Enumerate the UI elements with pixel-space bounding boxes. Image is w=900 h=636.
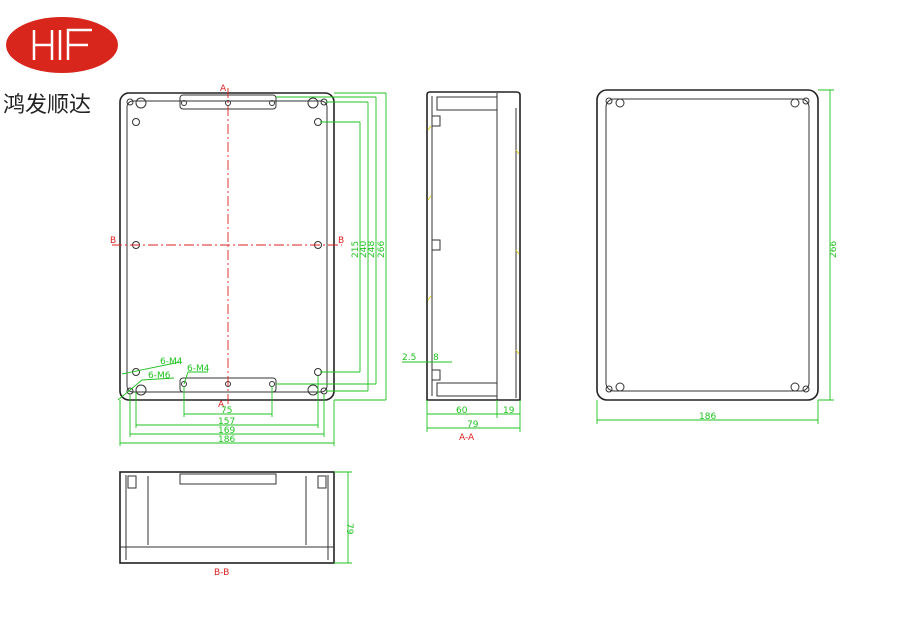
hole-label-m4-center: 6-M4 <box>187 364 210 374</box>
logo-ellipse <box>6 17 118 73</box>
dim-157: 157 <box>218 417 235 427</box>
section-mark-b-left: B <box>110 236 116 246</box>
section-b-b-view: 79 B-B <box>119 471 354 578</box>
dim-79-b: 79 <box>344 523 354 535</box>
dim-186: 186 <box>218 435 235 445</box>
dim-266-back: 266 <box>829 241 839 258</box>
section-mark-a-bottom: A <box>218 400 225 410</box>
section-label-b-b: B-B <box>214 568 229 578</box>
front-view: A A B B 6-M4 6-M6 6-M4 75 157 169 186 21… <box>110 84 387 446</box>
back-view: 266 186 <box>596 89 839 424</box>
section-label-a-a: A-A <box>459 433 475 443</box>
dim-186-back: 186 <box>699 412 716 422</box>
dim-8: 8 <box>433 353 439 363</box>
company-logo: 鸿发顺达 <box>3 17 118 118</box>
dim-266: 266 <box>377 241 387 258</box>
dim-240: 240 <box>359 241 369 258</box>
section-mark-a-top: A <box>220 84 227 94</box>
dim-248: 248 <box>367 241 377 258</box>
dim-169: 169 <box>218 426 235 436</box>
section-mark-b-right: B <box>338 236 344 246</box>
logo-hf-mark <box>32 28 92 60</box>
dim-60: 60 <box>456 406 468 416</box>
hole-label-m6: 6-M6 <box>148 371 171 381</box>
hole-label-m4-corner: 6-M4 <box>160 357 183 367</box>
dim-19: 19 <box>503 406 515 416</box>
section-a-a-view: 2.5 8 60 19 79 A-A <box>402 91 521 443</box>
dim-2-5: 2.5 <box>402 353 416 363</box>
dim-75: 75 <box>221 406 232 416</box>
dim-79: 79 <box>467 420 479 430</box>
company-name: 鸿发顺达 <box>3 93 91 118</box>
dim-215: 215 <box>351 241 361 258</box>
